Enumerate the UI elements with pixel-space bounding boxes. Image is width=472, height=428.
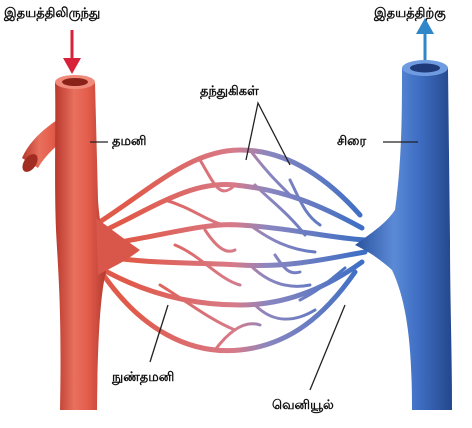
from-heart-label: இதயத்திலிருந்து	[4, 6, 100, 22]
arteriole-label: நுண்தமனி	[112, 370, 174, 386]
vein-label: சிரை	[337, 134, 366, 150]
artery	[19, 75, 140, 410]
venule-label: வெனியூல்	[272, 398, 334, 414]
vein	[355, 60, 452, 410]
arrow-out-of-vein-icon	[416, 18, 434, 60]
to-heart-label: இதயத்திற்கு	[374, 6, 446, 22]
artery-label: தமனி	[112, 134, 146, 150]
capillaries-label: தந்துகிகள்	[200, 84, 259, 100]
arrow-into-artery-icon	[63, 30, 81, 74]
